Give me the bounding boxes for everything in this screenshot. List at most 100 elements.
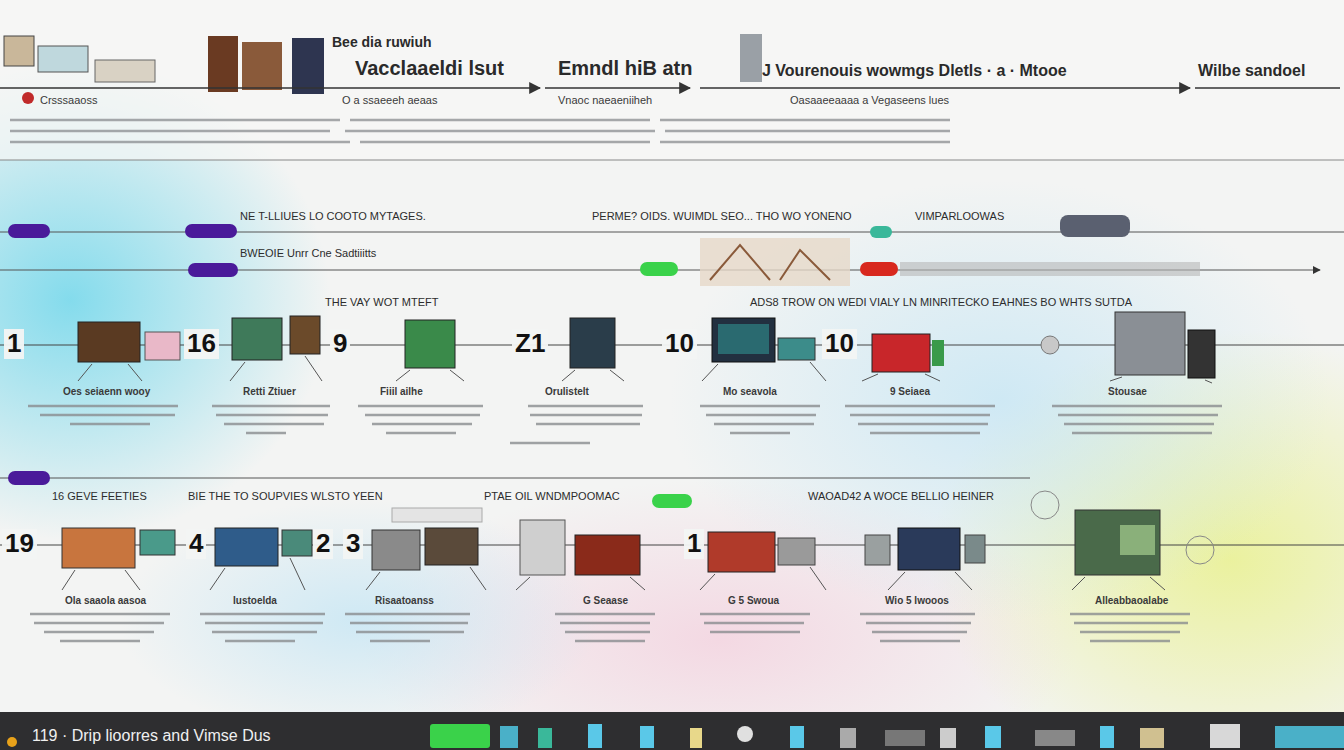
device-illustration	[392, 508, 482, 522]
thumbnail	[425, 528, 478, 565]
track-heading: WAOAD42 A WOCE BELLIO HEINER	[808, 490, 994, 503]
year-number: 2	[313, 529, 333, 559]
bar-icon	[690, 728, 702, 748]
entry-caption: Stousae	[1108, 386, 1147, 398]
entry-caption: Ola saaola aasoa	[65, 595, 146, 607]
entry-caption: Fiiil ailhe	[380, 386, 423, 398]
bar-icon	[1140, 728, 1164, 748]
entry-caption: Orulistelt	[545, 386, 589, 398]
blurred-body-text	[28, 406, 1222, 443]
year-number: 4	[186, 529, 206, 559]
year-number: 1	[684, 529, 704, 559]
thumbnail	[1188, 330, 1215, 378]
green-pill	[652, 494, 692, 508]
blurred-body-text	[10, 120, 950, 142]
icon-thumb	[740, 34, 762, 82]
bar-icon	[1035, 730, 1075, 746]
thumbnail	[290, 316, 320, 354]
green-pill	[870, 226, 892, 238]
blur-streak	[900, 262, 1200, 276]
thumbnail	[965, 535, 985, 563]
bar-icon	[940, 728, 956, 748]
blue-glow	[120, 500, 600, 740]
thumbnail	[62, 528, 135, 568]
track-heading: VIMPARLOOWAS	[915, 210, 1004, 223]
year-number: 10	[822, 329, 857, 359]
entry-caption: G 5 Swoua	[728, 595, 779, 607]
entry-caption: Alleabbaoalabe	[1095, 595, 1168, 607]
thumbnail	[1120, 525, 1155, 555]
entry-caption: Oes seiaenn wooy	[63, 386, 150, 398]
entry-caption: G Seaase	[583, 595, 628, 607]
icon-thumb	[242, 42, 282, 90]
year-number: 19	[2, 529, 37, 559]
track-heading: THE VAY WOT MTEFT	[325, 296, 438, 309]
marker-dot	[22, 92, 34, 104]
track-heading: PERME? OIDS. WUIMDL SEO... THO WO YONENO	[592, 210, 852, 223]
green-pill	[640, 262, 678, 276]
leader-line	[78, 356, 1212, 383]
timeline-line	[545, 87, 690, 89]
track-heading: BWEOIE Unrr Cne Sadtiiitts	[240, 247, 376, 260]
bar-icon	[1210, 724, 1240, 748]
bar-icon	[840, 728, 856, 748]
icon-thumb	[95, 60, 155, 82]
sub-heading: Oasaaeeaaaa a Vegaseens lues	[790, 94, 949, 107]
bar-icon	[790, 726, 804, 748]
year-number: 9	[330, 329, 350, 359]
bar-icon	[885, 730, 925, 746]
garbled-heading: Wilbe sandoel	[1198, 62, 1305, 80]
bar-icon	[538, 728, 552, 748]
machine-illustration	[1060, 215, 1130, 237]
sub-heading: Vnaoc naeaeniiheh	[558, 94, 652, 107]
year-number: 1	[4, 329, 24, 359]
entry-caption: Risaatoanss	[375, 595, 434, 607]
thumbnail	[872, 334, 930, 372]
year-number: 3	[343, 529, 363, 559]
thumbnail	[708, 532, 775, 572]
bar-icon	[430, 724, 490, 748]
entry-caption: 9 Seiaea	[890, 386, 930, 398]
thumbnail	[520, 520, 565, 575]
bar-icon	[1100, 726, 1114, 748]
entry-caption: Mo seavola	[723, 386, 777, 398]
purple-pill	[8, 471, 50, 485]
figure-illustration	[710, 245, 830, 280]
timeline-line	[700, 87, 1190, 89]
thumbnail	[778, 338, 815, 360]
garbled-heading: Emndl hiB atn	[558, 57, 692, 80]
icon-dot	[1041, 336, 1059, 354]
thumbnail	[575, 535, 640, 575]
thumbnail	[778, 538, 815, 565]
timeline-line	[0, 87, 540, 89]
divider-line	[0, 160, 1344, 161]
garbled-heading: Vacclaaeldi lsut	[355, 57, 504, 80]
thumbnail	[712, 318, 775, 362]
icon-thumb	[292, 38, 324, 94]
bar-icon	[500, 726, 518, 748]
entry-caption: Iustoelda	[233, 595, 277, 607]
track-heading: ADS8 TROW ON WEDI VIALY LN MINRITECKO EA…	[750, 296, 1132, 309]
icon-ring	[1031, 491, 1059, 519]
bottom-bar	[0, 712, 1344, 750]
year-number: Z1	[512, 329, 548, 359]
timeline-line	[1195, 87, 1340, 89]
year-number: 16	[184, 329, 219, 359]
icon-thumb	[38, 46, 88, 72]
icon-thumb	[208, 36, 238, 92]
purple-pill	[188, 263, 238, 277]
track-heading: NE T-LLIUES LO COOTO MYTAGES.	[240, 210, 426, 223]
entry-caption: Retti Ztiuer	[243, 386, 296, 398]
diagram-title: Bee dia ruwiuh	[332, 34, 432, 50]
thumbnail	[282, 530, 312, 556]
bar-icon	[737, 726, 753, 742]
blurred-body-text	[30, 614, 1190, 641]
thumbnail	[372, 530, 420, 570]
icon-thumb	[4, 36, 34, 66]
purple-pill	[8, 224, 50, 238]
track-heading: BIE THE TO SOUPVIES WLSTO YEEN	[188, 490, 383, 503]
thumbnail	[232, 318, 282, 360]
top-band	[0, 0, 1344, 160]
thumbnail	[215, 528, 278, 566]
